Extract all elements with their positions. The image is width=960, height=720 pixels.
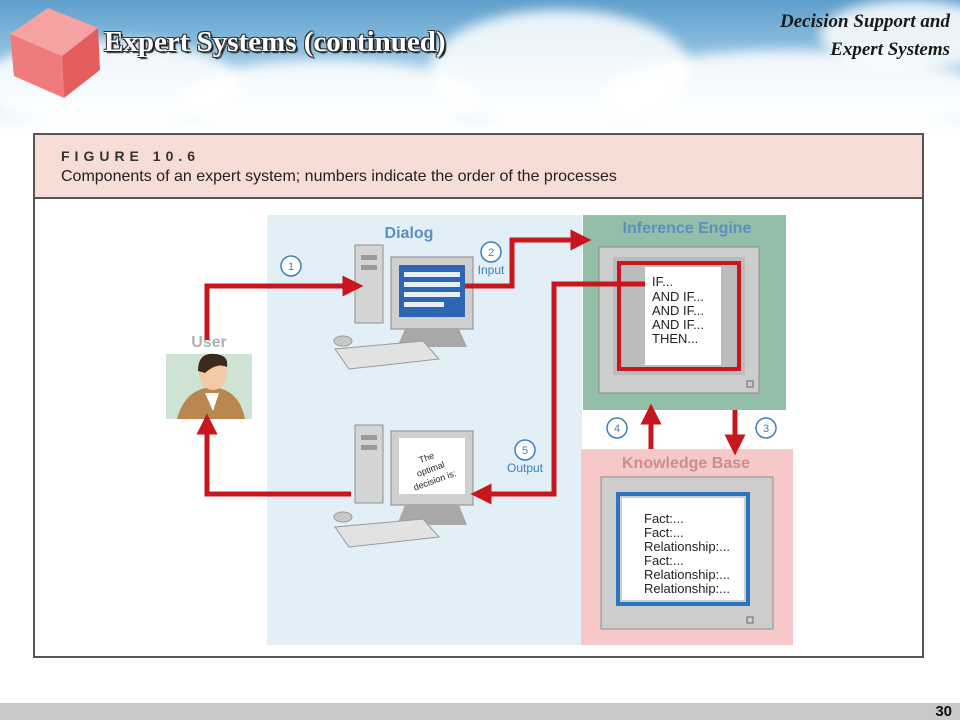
arrow-inference-to-output — [470, 281, 645, 505]
step-2-number: 2 — [488, 247, 494, 259]
knowledge-base-monitor-icon — [600, 476, 774, 630]
fact-line: Fact:... — [644, 511, 684, 526]
dialog-title: Dialog — [385, 225, 434, 242]
step-3-number: 3 — [763, 423, 769, 435]
figure-frame: FIGURE 10.6 Components of an expert syst… — [33, 133, 924, 658]
figure-header: FIGURE 10.6 Components of an expert syst… — [35, 135, 922, 199]
facts-list: Fact:... Fact:... Relationship:... Fact:… — [644, 511, 730, 596]
fact-line: Relationship:... — [644, 539, 730, 554]
input-label: Input — [478, 263, 505, 277]
fact-line: Relationship:... — [644, 567, 730, 582]
slide-title: Expert Systems (continued) — [104, 26, 446, 58]
expert-system-diagram: Dialog Inference Engine Knowledge Base U… — [166, 215, 793, 645]
section-title: Decision Support and Expert Systems — [780, 8, 950, 64]
footer-bar: 30 — [0, 703, 960, 720]
arrow-output-to-user — [196, 413, 351, 497]
rules-list: IF... AND IF... AND IF... AND IF... THEN… — [652, 274, 704, 346]
rule-line: THEN... — [652, 331, 698, 346]
step-4-circle: 4 — [606, 417, 628, 439]
step-4-number: 4 — [614, 423, 620, 435]
fact-line: Fact:... — [644, 525, 684, 540]
step-2-circle: 2 — [480, 241, 502, 263]
figure-caption: Components of an expert system; numbers … — [61, 168, 617, 185]
rule-line: AND IF... — [652, 289, 704, 304]
inference-engine-title: Inference Engine — [623, 220, 752, 237]
dialog-output-computer-icon — [333, 424, 474, 548]
rule-line: AND IF... — [652, 303, 704, 318]
section-title-line-1: Decision Support and — [780, 11, 950, 32]
arrow-input-to-inference — [465, 229, 592, 289]
rule-line: AND IF... — [652, 317, 704, 332]
step-1-circle: 1 — [280, 255, 302, 277]
knowledge-base-title: Knowledge Base — [622, 455, 750, 472]
step-3-circle: 3 — [755, 417, 777, 439]
step-5-number: 5 — [522, 445, 528, 457]
output-screen-line-1: The — [418, 450, 436, 465]
user-icon — [166, 353, 252, 419]
section-title-line-2: Expert Systems — [830, 39, 950, 60]
inference-engine-monitor-icon — [598, 246, 760, 394]
page-number: 30 — [935, 703, 952, 720]
arrow-user-to-dialog — [204, 275, 364, 340]
sky-background — [0, 0, 960, 130]
fact-line: Fact:... — [644, 553, 684, 568]
fact-line: Relationship:... — [644, 581, 730, 596]
step-5-circle: 5 — [514, 439, 536, 461]
rule-line: IF... — [652, 274, 673, 289]
figure-label: FIGURE 10.6 — [61, 148, 201, 164]
red-cube-logo — [10, 8, 100, 98]
step-1-number: 1 — [288, 261, 294, 273]
output-label: Output — [507, 461, 544, 475]
user-label: User — [191, 334, 227, 351]
